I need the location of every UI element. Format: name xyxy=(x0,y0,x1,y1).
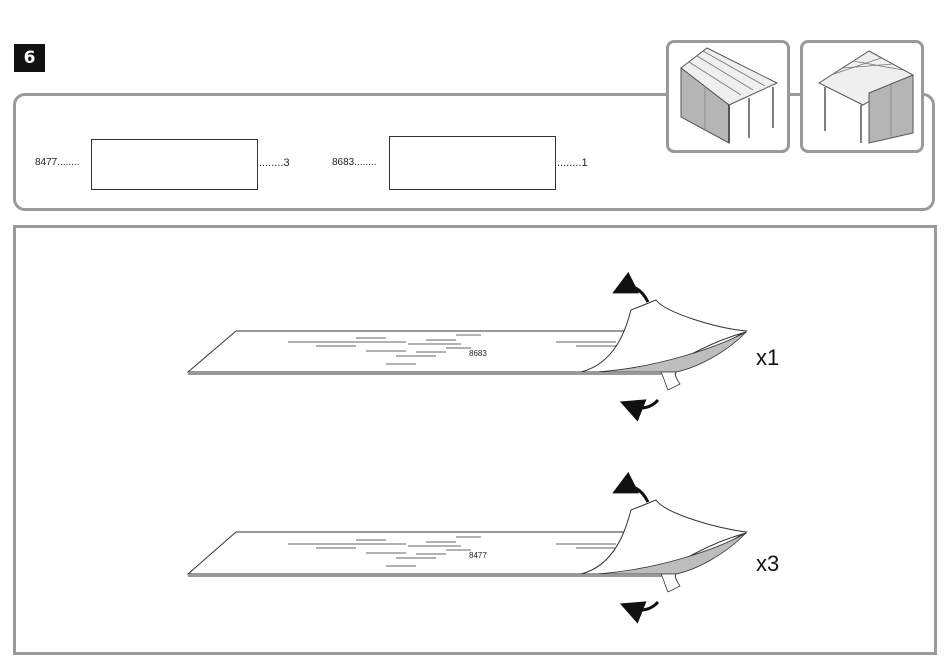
quantity-multiplier: x3 xyxy=(756,551,779,576)
part-quantity-label: ........1 xyxy=(557,157,588,169)
step-number: 6 xyxy=(14,44,45,72)
part-code-label: 8477........ xyxy=(35,157,79,168)
assembly-variant-thumbnail xyxy=(800,40,924,153)
parts-list-panel: 8477........ ........3 8683........ ....… xyxy=(13,93,935,211)
part-quantity-label: ........3 xyxy=(259,157,290,169)
quantity-multiplier: x1 xyxy=(756,345,779,370)
assembly-variant-thumbnail xyxy=(666,40,790,153)
panel-code-marking: 8477 xyxy=(469,551,487,560)
panel-code-marking: 8683 xyxy=(469,349,487,358)
pergola-left-wall-icon xyxy=(669,43,787,150)
peel-arrow-icon xyxy=(623,287,648,302)
peel-arrow-icon xyxy=(631,400,658,408)
part-shape-panel xyxy=(389,136,556,190)
peel-arrow-icon xyxy=(623,487,648,502)
peel-film-diagram: 8683 x1 xyxy=(16,228,934,652)
pergola-right-wall-icon xyxy=(803,43,921,150)
part-shape-panel xyxy=(91,139,258,190)
peel-arrow-icon xyxy=(631,602,658,610)
polycarbonate-panel-illustration: 8683 x1 xyxy=(188,287,779,408)
part-code-label: 8683........ xyxy=(332,157,376,168)
polycarbonate-panel-illustration: 8477 x3 xyxy=(188,487,779,610)
peel-film-illustration-panel: 8683 x1 xyxy=(13,225,937,655)
